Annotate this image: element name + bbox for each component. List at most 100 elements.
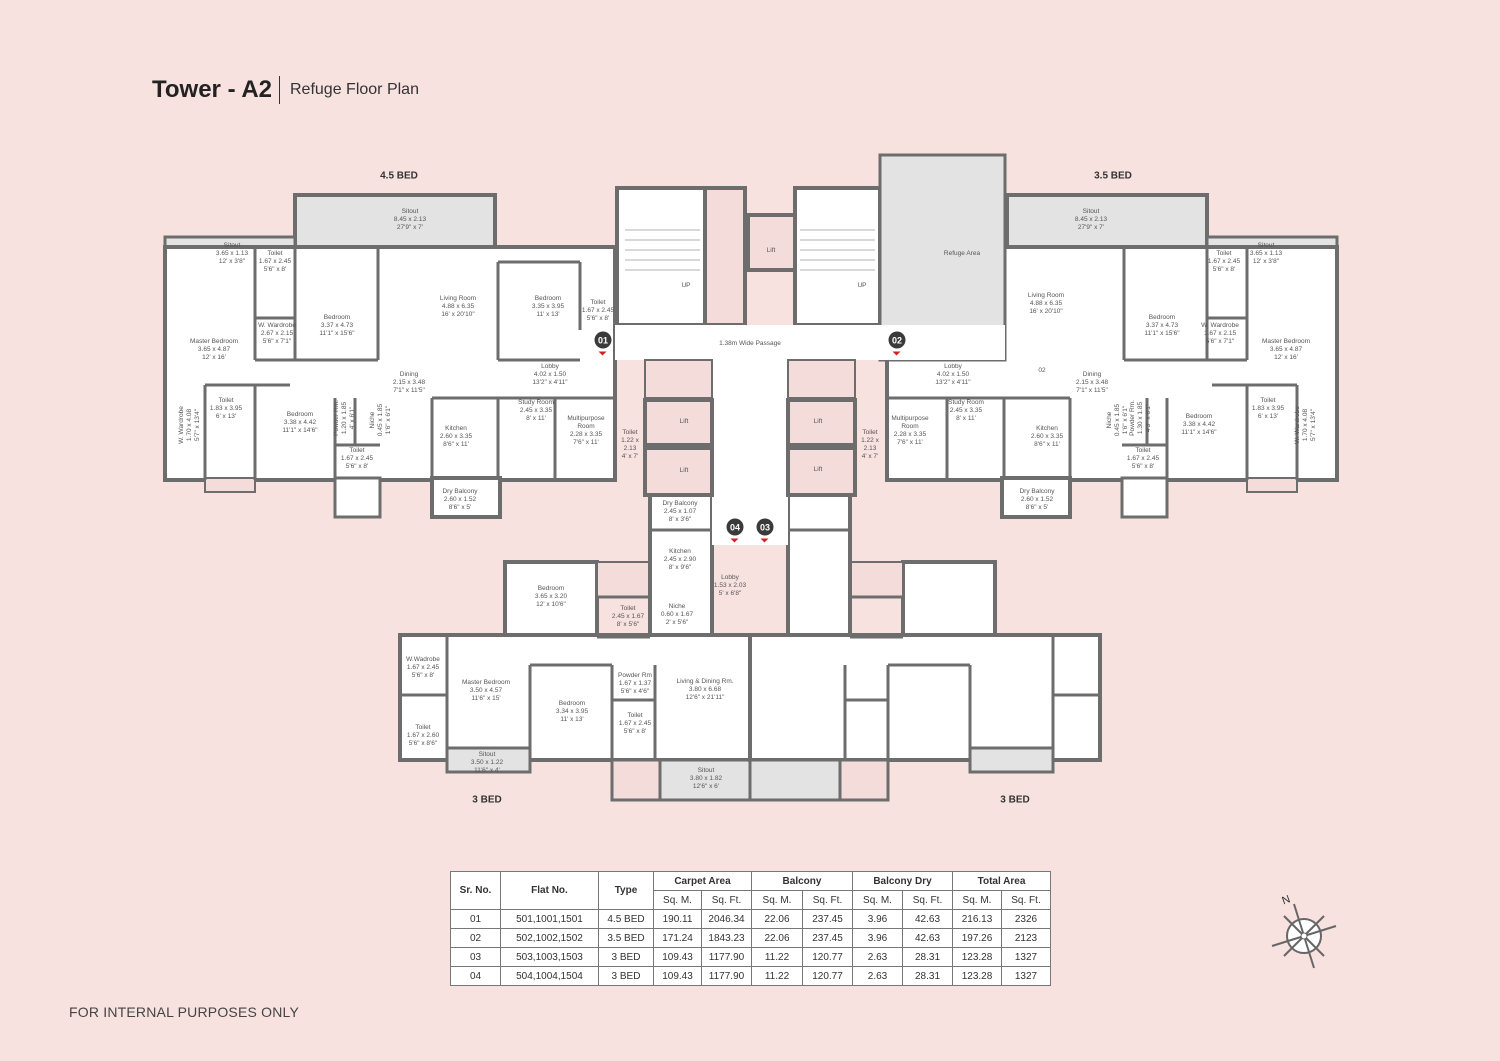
room-label: Bedroom 3.35 x 3.95 11' x 13' [531,295,565,318]
flat-marker-04: 04 [726,518,744,543]
room-label: Dining 2.15 x 3.48 7'1" x 11'5" [1075,371,1109,394]
table-cell: 28.31 [902,947,953,967]
stair-treads [625,229,875,271]
room-label: Toilet 1.22 x 2.13 4' x 7' [621,429,639,460]
room-label: W. Wardrobe 1.67 x 2.15 5'6" x 7'1" [1201,322,1239,345]
room-label: Sitout 3.80 x 1.82 12'6" x 6' [689,767,723,790]
room-label: Master Bedroom 3.50 x 4.57 11'6" x 15' [461,679,511,702]
room-label: Sitout 3.50 x 1.22 11'6" x 4' [470,751,504,774]
table-cell: 4.5 BED [598,909,654,929]
lift-label: Lift [679,467,689,474]
room-label: Bedroom 3.37 x 4.73 11'1" x 15'6" [319,314,355,337]
refuge-area-label: Refuge Area [943,250,981,257]
room-label: Niche 0.60 x 1.67 2' x 5'6" [660,603,694,626]
footer-disclaimer: FOR INTERNAL PURPOSES ONLY [69,1004,300,1020]
room-label: Study Room 2.45 x 3.35 8' x 11' [948,399,984,422]
table-cell: 01 [450,909,501,929]
table-cell: 503,1003,1503 [500,947,599,967]
north-compass-icon: N [1271,893,1337,969]
table-cell: 2046.34 [701,909,752,929]
table-cell: 190.11 [653,909,702,929]
room-label: Toilet 1.67 x 2.45 5'6" x 8' [340,447,374,470]
room-label: Multipurpose Room 2.28 x 3.35 7'6" x 11' [567,415,605,446]
column-header: Carpet Area [653,871,752,891]
column-header: Balcony Dry [852,871,953,891]
flat-marker-03: 03 [756,518,774,543]
room-label: Sitout 3.65 x 1.13 12' x 3'8" [1249,242,1283,265]
unit-header: Sq. M. [952,890,1002,910]
core-walls [615,153,1007,545]
table-cell: 11.22 [751,966,803,986]
table-cell: 11.22 [751,947,803,967]
unit-header: Sq. Ft. [1001,890,1051,910]
unit-type-label: 4.5 BED [380,170,418,182]
table-cell: 1177.90 [701,947,752,967]
room-label: Dining 2.15 x 3.48 7'1" x 11'5" [392,371,426,394]
room-label: Lobby 1.53 x 2.03 5' x 6'8" [713,574,747,597]
room-label: Bedroom 3.37 x 4.73 11'1" x 15'6" [1144,314,1180,337]
table-cell: 03 [450,947,501,967]
table-cell: 197.26 [952,928,1002,948]
table-cell: 22.06 [751,928,803,948]
room-label: Toilet 1.67 x 2.45 5'6" x 8' [581,299,615,322]
table-cell: 3.5 BED [598,928,654,948]
room-label: Multipurpose Room 2.28 x 3.35 7'6" x 11' [891,415,929,446]
table-cell: 28.31 [902,966,953,986]
flat-marker-02: 02 [888,331,906,356]
room-label: W. Wardrobe 1.70 x 4.08 5'7" x 13'4" [178,406,201,444]
room-label: W. Wardrobe 2.67 x 2.15 5'6" x 7'1" [258,322,296,345]
area-table: Sr. No. Flat No. Type Carpet Area Balcon… [450,871,1051,986]
room-label: Powder Rm. 1.20 x 1.85 4' x 6'1" [333,400,356,436]
table-cell: 123.28 [952,947,1002,967]
table-cell: 237.45 [802,909,853,929]
room-label: Master Bedroom 3.65 x 4.87 12' x 16' [189,338,239,361]
table-cell: 1327 [1001,947,1051,967]
room-label: Bedroom 3.65 x 3.20 12' x 10'6" [534,585,568,608]
lift-label: Lift [813,418,823,425]
table-cell: 216.13 [952,909,1002,929]
table-cell: 109.43 [653,966,702,986]
room-label: Bedroom 3.34 x 3.95 11' x 13' [555,700,589,723]
room-label: Bedroom 3.38 x 4.42 11'1" x 14'6" [282,411,318,434]
table-cell: 02 [450,928,501,948]
room-label: 02 [1038,367,1046,374]
column-header: Total Area [952,871,1051,891]
room-label: Dry Balcony 2.60 x 1.52 8'6" x 5' [442,488,478,511]
table-cell: 1327 [1001,966,1051,986]
room-label: Toilet 2.45 x 1.67 8' x 5'6" [611,605,645,628]
room-label: Sitout 8.45 x 2.13 27'9" x 7' [1074,208,1108,231]
unit-03-walls [748,493,1102,802]
table-header-row: Sr. No. Flat No. Type Carpet Area Balcon… [450,871,1051,910]
table-cell: 1843.23 [701,928,752,948]
room-label: Sitout 3.65 x 1.13 12' x 3'8" [215,242,249,265]
room-label: Toilet 1.67 x 2.45 5'6" x 8' [258,250,292,273]
table-cell: 2.63 [852,947,903,967]
unit-type-label: 3 BED [472,794,502,806]
table-cell: 2326 [1001,909,1051,929]
table-cell: 123.28 [952,966,1002,986]
page-title: Tower - A2 [152,76,273,103]
room-label: Sitout 8.45 x 2.13 27'9" x 7' [393,208,427,231]
table-cell: 04 [450,966,501,986]
table-cell: 2.63 [852,966,903,986]
table-cell: 2123 [1001,928,1051,948]
north-label: N [1280,893,1292,907]
room-label: Master Bedroom 3.65 x 4.87 12' x 16' [1261,338,1311,361]
column-header: Type [598,871,654,910]
room-label: Niche 0.45 x 1.85 1'6" x 6'1" [1106,403,1129,437]
table-cell: 3 BED [598,966,654,986]
stair-up-label: UP [681,282,691,289]
unit-header: Sq. Ft. [802,890,853,910]
table-cell: 3 BED [598,947,654,967]
room-label: Toilet 1.67 x 2.60 5'6" x 8'6" [406,724,440,747]
room-label: Living Room 4.88 x 6.35 16' x 20'10" [1027,292,1065,315]
room-label: Toilet 1.83 x 3.95 6' x 13' [1251,397,1285,420]
table-cell: 3.96 [852,928,903,948]
table-cell: 237.45 [802,928,853,948]
room-label: Powder Rm. 1.30 x 1.85 4'3" x 6'1" [1129,400,1152,436]
room-label: Powder Rm 1.67 x 1.37 5'6" x 4'6" [618,672,652,695]
